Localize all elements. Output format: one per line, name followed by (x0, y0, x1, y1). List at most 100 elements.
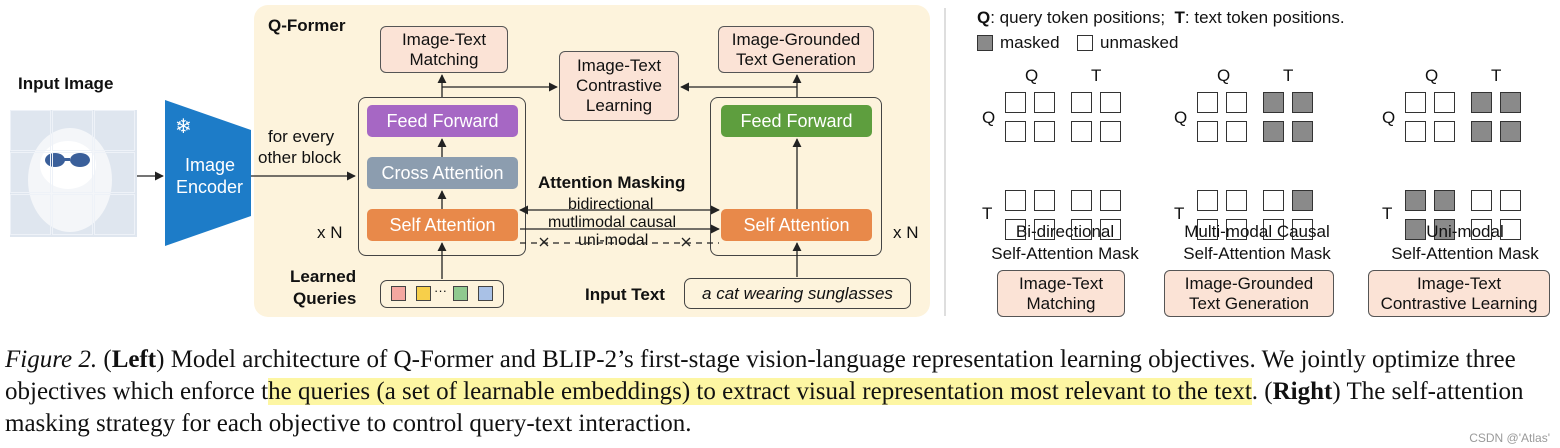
mask-cell-unmasked (1197, 190, 1218, 211)
mask-cell-masked (1500, 121, 1521, 142)
objective-itm-line-2: Matching (409, 49, 479, 69)
mask-row-q: Q (1382, 108, 1396, 127)
mask-cell-unmasked (1471, 190, 1492, 211)
mask-row-t: T (1174, 204, 1185, 223)
mask-cell-unmasked (1405, 92, 1426, 113)
mask-cell-unmasked (1034, 121, 1055, 142)
mask-cell-unmasked (1197, 219, 1218, 240)
mask-cell-unmasked (1405, 121, 1426, 142)
mask-cell-unmasked (1005, 190, 1026, 211)
caption-highlighted-text: he queries (a set of learnable embedding… (268, 378, 1252, 405)
input-image-label: Input Image (18, 74, 114, 93)
mask-cell-unmasked (1226, 219, 1247, 240)
objective-itg-line-2: Text Generation (735, 49, 856, 69)
mask-cell-masked (1292, 92, 1313, 113)
mask-cell-masked (1263, 92, 1284, 113)
objective-image-text-contrastive: Image-Text Contrastive Learning (559, 51, 679, 121)
mask-cell-unmasked (1263, 219, 1284, 240)
caption-figure-label: Figure 2. (5, 346, 98, 373)
watermark: CSDN @'Atlas' (1469, 431, 1550, 445)
figure-caption: Figure 2. (Left) Model architecture of Q… (5, 344, 1557, 440)
mask-unimodal-label: uni-modal (578, 232, 649, 249)
attention-masking-title: Attention Masking (538, 173, 686, 192)
mask-cell-unmasked (1071, 190, 1092, 211)
mask-cell-unmasked (1100, 190, 1121, 211)
mask-cell-unmasked (1005, 121, 1026, 142)
legend-unmasked-label: unmasked (1100, 33, 1179, 52)
objective-itc-line-3: Learning (585, 96, 653, 115)
self-attention-right: Self Attention (721, 209, 872, 241)
objective-itc-line-2: Contrastive (576, 76, 662, 95)
mask-objective-line-2: Text Generation (1188, 293, 1309, 313)
mask-cell-masked (1500, 92, 1521, 113)
mask-cell-masked (1471, 121, 1492, 142)
mask-cell-unmasked (1034, 92, 1055, 113)
feed-forward-right: Feed Forward (721, 105, 872, 137)
mask-cell-unmasked (1005, 219, 1026, 240)
encoder-label-1: Image (185, 155, 236, 175)
mask-cell-unmasked (1500, 219, 1521, 240)
legend-q-text: : query token positions; (990, 8, 1166, 27)
mask-cell-unmasked (1100, 92, 1121, 113)
input-text-value: a cat wearing sunglasses (702, 283, 893, 303)
mask-cell-unmasked (1034, 219, 1055, 240)
mask-col-q: Q (1025, 66, 1039, 85)
mask-row-q: Q (1174, 108, 1188, 127)
mask-cell-unmasked (1292, 219, 1313, 240)
image-encoder-shape (165, 100, 251, 246)
legend-t-text: : text token positions. (1184, 8, 1345, 27)
query-token-4 (478, 286, 493, 301)
mask-caption-line-2: Self-Attention Mask (1391, 244, 1539, 263)
mask-cell-masked (1471, 92, 1492, 113)
mask-cell-masked (1434, 219, 1455, 240)
caption-left-text: ) Model architecture of Q-Former and BLI… (5, 346, 1516, 405)
mask-cell-unmasked (1226, 121, 1247, 142)
caption-left-word: Left (111, 346, 157, 373)
mask-cell-unmasked (1100, 121, 1121, 142)
caption-right-word: Right (1272, 378, 1333, 405)
qformer-title: Q-Former (268, 16, 346, 35)
text-transformer-block (710, 97, 882, 256)
caption-after-highlight: . ( (1251, 378, 1273, 405)
mask-col-q: Q (1217, 66, 1231, 85)
legend-unmasked-swatch (1077, 35, 1093, 51)
mask-caption-line-2: Self-Attention Mask (1183, 244, 1331, 263)
mask-cell-unmasked (1434, 121, 1455, 142)
objective-image-grounded-generation: Image-Grounded Text Generation (718, 26, 874, 73)
objective-itm-line-1: Image-Text (401, 29, 487, 49)
input-text-label: Input Text (585, 285, 665, 304)
legend-masked-swatch (977, 35, 993, 51)
mask-col-t: T (1283, 66, 1294, 85)
cross-attention: Cross Attention (367, 157, 518, 189)
objective-itc-line-1: Image-Text (576, 56, 662, 75)
mask-row-t: T (982, 204, 993, 223)
legend-line-1: Q: query token positions; T: text token … (977, 8, 1345, 28)
mask-caption-line-1: Multi-modal Causal (1184, 222, 1330, 241)
every-other-label-2: other block (258, 148, 342, 167)
objective-itg-line-1: Image-Grounded (731, 29, 861, 49)
mask-cell-unmasked (1071, 92, 1092, 113)
mask-caption-line-1: Uni-modal (1426, 222, 1504, 241)
legend-q-key: Q (977, 8, 991, 27)
learned-queries-box (380, 280, 504, 308)
mask-objective-line-1: Image-Text (1018, 273, 1104, 293)
objective-image-text-matching: Image-Text Matching (380, 26, 508, 73)
mask-col-t: T (1091, 66, 1102, 85)
mask-cell-unmasked (1071, 219, 1092, 240)
mask-objective-line-1: Image-Text (1416, 273, 1502, 293)
mask-cell-masked (1292, 190, 1313, 211)
input-image (10, 110, 137, 237)
mask-col-q: Q (1425, 66, 1439, 85)
legend-t-key: T (1174, 8, 1185, 27)
encoder-label-2: Encoder (176, 177, 244, 197)
feed-forward-left: Feed Forward (367, 105, 518, 137)
mask-cell-masked (1434, 190, 1455, 211)
mask-cell-unmasked (1226, 92, 1247, 113)
mask-cell-unmasked (1500, 190, 1521, 211)
mask-row-t: T (1382, 204, 1393, 223)
mask-row-q: Q (982, 108, 996, 127)
snowflake-icon: ❄ (175, 116, 192, 138)
learned-queries-label-1: Learned (290, 267, 357, 286)
